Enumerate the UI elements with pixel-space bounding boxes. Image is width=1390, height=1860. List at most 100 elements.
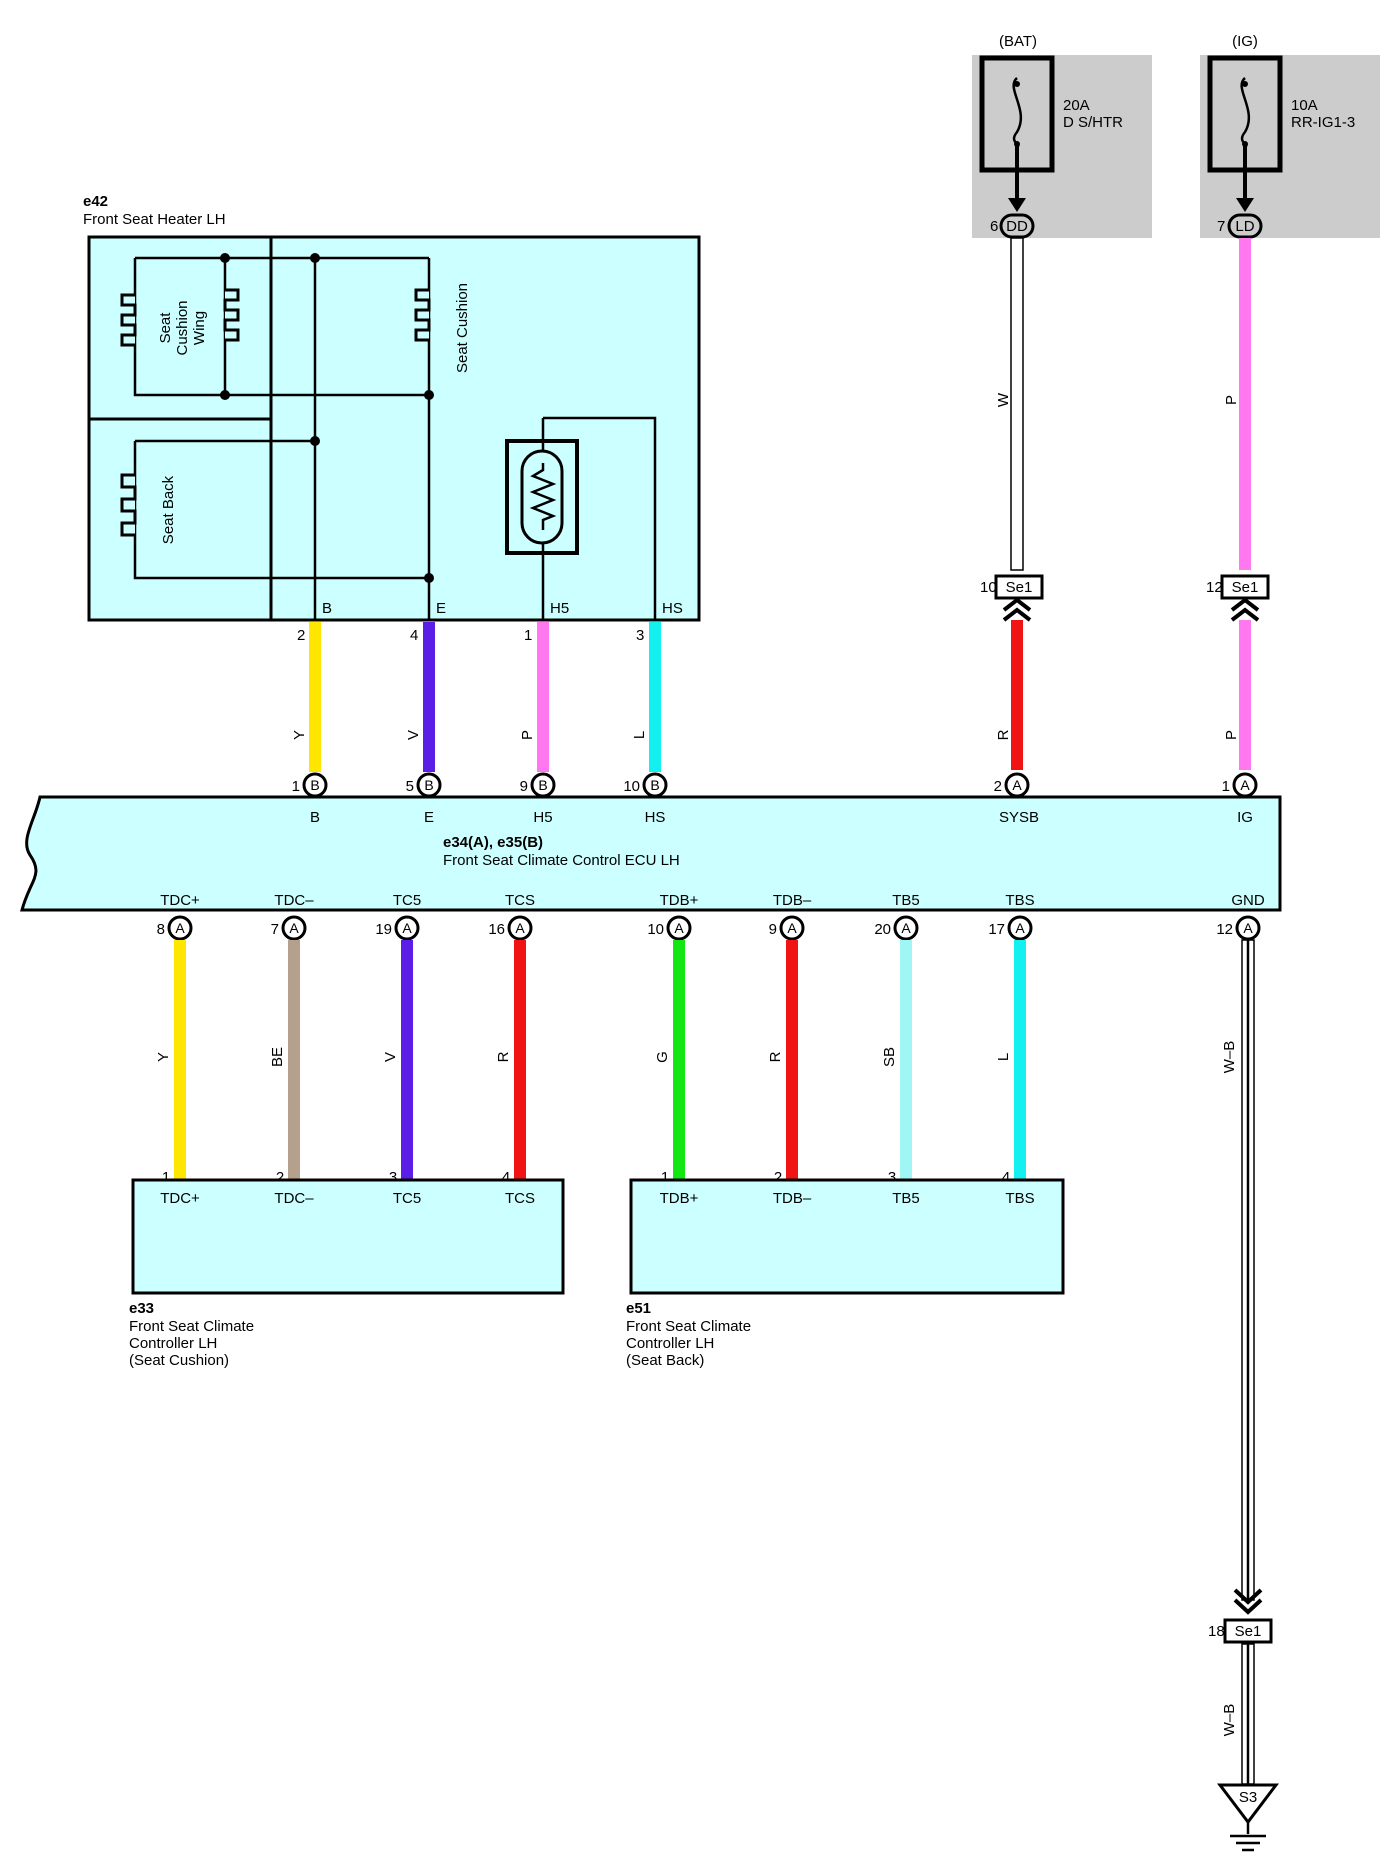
fuse-ig-supply: (IG) — [1232, 33, 1258, 50]
ecu-term-tdbm: TDB– — [773, 892, 812, 909]
splice-se1-bat: 10 Se1 R — [980, 574, 1044, 770]
e33-line1: Front Seat Climate — [129, 1318, 254, 1335]
e51-term-tdbm: TDB– — [773, 1190, 812, 1207]
ecu-conn-a20: A — [901, 920, 911, 936]
e33-term-tdcp: TDC+ — [160, 1190, 200, 1207]
ecu-term-e: E — [424, 809, 434, 826]
heater-term-h5: H5 — [550, 600, 569, 617]
wire-r-sysb-label: R — [995, 729, 1012, 740]
wire-w-bat: W — [995, 237, 1024, 571]
ecu-pin-a17: 17 — [988, 921, 1005, 938]
ecu-term-tbs: TBS — [1005, 892, 1034, 909]
e51-term-tdbp: TDB+ — [660, 1190, 699, 1207]
splice-gnd-name: Se1 — [1235, 1623, 1262, 1640]
ecu-term-tdcm: TDC– — [274, 892, 314, 909]
ecu-term-tc5: TC5 — [393, 892, 421, 909]
ecu-pin-a20: 20 — [874, 921, 891, 938]
ecu-bottom-connectors: TDC+ TDC– TC5 TCS TDB+ TDB– TB5 TBS GND … — [157, 892, 1265, 941]
fuse-bat-name: D S/HTR — [1063, 114, 1123, 131]
wire-label-tdbm: R — [767, 1051, 784, 1062]
heater-name: Front Seat Heater LH — [83, 211, 226, 228]
ecu-conn-a8: A — [175, 920, 185, 936]
element-wing-line3: Wing — [191, 311, 208, 345]
e51-line2: Controller LH — [626, 1335, 714, 1352]
wire-label-gnd: W–B — [1221, 1041, 1238, 1074]
fuse-bat-conn: DD — [1006, 218, 1028, 235]
dev-pin-tdcp: 1 — [162, 1169, 170, 1186]
ecu-conn-a16: A — [515, 920, 525, 936]
ecu-pin-b5: 5 — [406, 778, 414, 795]
e33-term-tcs: TCS — [505, 1190, 535, 1207]
ecu-pin-a19: 19 — [375, 921, 392, 938]
fuse-bat-connector — [999, 213, 1035, 239]
ecu-conn-a2: A — [1012, 777, 1022, 793]
ecu-name: Front Seat Climate Control ECU LH — [443, 852, 680, 869]
wire-p-ig: P — [1223, 238, 1251, 570]
wire-label-gnd2: W–B — [1221, 1704, 1238, 1737]
wire-label-e: V — [405, 730, 422, 740]
ground-circuit: W–B 18 Se1 W–B S3 — [1208, 939, 1280, 1852]
ecu-conn-a1: A — [1240, 777, 1250, 793]
splice-ig-pin: 12 — [1206, 579, 1223, 596]
fuse-ig-box — [1200, 55, 1380, 238]
fuse-bat-pin: 6 — [990, 218, 998, 235]
dev-pin-tc5: 3 — [389, 1169, 397, 1186]
ecu-conn-b9: B — [538, 777, 547, 793]
heater-elements — [120, 288, 431, 537]
ecu-term-tdcp: TDC+ — [160, 892, 200, 909]
fuse-bat-box — [972, 55, 1152, 238]
dev-pin-tbs: 4 — [1002, 1169, 1010, 1186]
splice-gnd-pin: 18 — [1208, 1623, 1225, 1640]
dev-pin-tcs: 4 — [502, 1169, 510, 1186]
ecu-term-hs: HS — [645, 809, 666, 826]
fuse-ig-conn: LD — [1235, 218, 1254, 235]
ecu-term-tdbp: TDB+ — [660, 892, 699, 909]
ground-icon — [1216, 1783, 1280, 1825]
ecu-term-tb5: TB5 — [892, 892, 920, 909]
fuse-ig-amp: 10A — [1291, 97, 1318, 114]
ecu-conn-a9: A — [787, 920, 797, 936]
wire-label-tdcp: Y — [155, 1052, 172, 1062]
fuse-bat: (BAT) 20A D S/HTR 6 DD — [972, 33, 1152, 239]
ecu-pin-a9: 9 — [769, 921, 777, 938]
ecu-box — [20, 795, 1282, 912]
wire-label-tdbp: G — [654, 1051, 671, 1063]
ecu-code: e34(A), e35(B) — [443, 834, 543, 851]
wire-w-label: W — [995, 392, 1012, 407]
wire-label-tcs: R — [495, 1051, 512, 1062]
e51-term-tbs: TBS — [1005, 1190, 1034, 1207]
heater-pin-hs: 3 — [636, 627, 644, 644]
dev-pin-tdbm: 2 — [774, 1169, 782, 1186]
fuse-ig-connector — [1227, 213, 1263, 239]
ecu-e34-e35: e34(A), e35(B) Front Seat Climate Contro… — [20, 772, 1282, 941]
ecu-pin-a10: 10 — [647, 921, 664, 938]
ecu-term-gnd: GND — [1231, 892, 1265, 909]
heater-wires: 2 4 1 3 Y V P L — [291, 622, 661, 772]
wire-p-ig2-label: P — [1223, 730, 1240, 740]
dev-pin-tdcm: 2 — [276, 1169, 284, 1186]
wire-label-tb5: SB — [881, 1047, 898, 1067]
ecu-conn-a10: A — [674, 920, 684, 936]
ecu-pin-a12: 12 — [1216, 921, 1233, 938]
e33-term-tc5: TC5 — [393, 1190, 421, 1207]
thermistor-icon — [505, 439, 579, 555]
heater-e42: e42 Front Seat Heater LH — [83, 193, 701, 622]
ecu-pin-b9: 9 — [520, 778, 528, 795]
wire-label-tdcm: BE — [269, 1047, 286, 1067]
ecu-pin-a16: 16 — [488, 921, 505, 938]
splice-bat-pin: 10 — [980, 579, 997, 596]
e51-code: e51 — [626, 1300, 651, 1317]
wire-label-tc5: V — [382, 1052, 399, 1062]
fuse-ig: (IG) 10A RR-IG1-3 7 LD — [1200, 33, 1380, 239]
fuse-ig-name: RR-IG1-3 — [1291, 114, 1355, 131]
e33-line3: (Seat Cushion) — [129, 1352, 229, 1369]
ecu-pin-a1: 1 — [1222, 778, 1230, 795]
controller-e51: TDB+ TDB– TB5 TBS e51 Front Seat Climate… — [626, 1178, 1065, 1369]
controller-wires: Y BE V R G R SB L 1 2 3 4 1 2 3 4 — [155, 940, 1026, 1190]
ecu-term-ig: IG — [1237, 809, 1253, 826]
heater-pin-e: 4 — [410, 627, 418, 644]
splice-ig-name: Se1 — [1232, 579, 1259, 596]
controller-e33: TDC+ TDC– TC5 TCS e33 Front Seat Climate… — [129, 1178, 565, 1369]
heater-pin-h5: 1 — [524, 627, 532, 644]
